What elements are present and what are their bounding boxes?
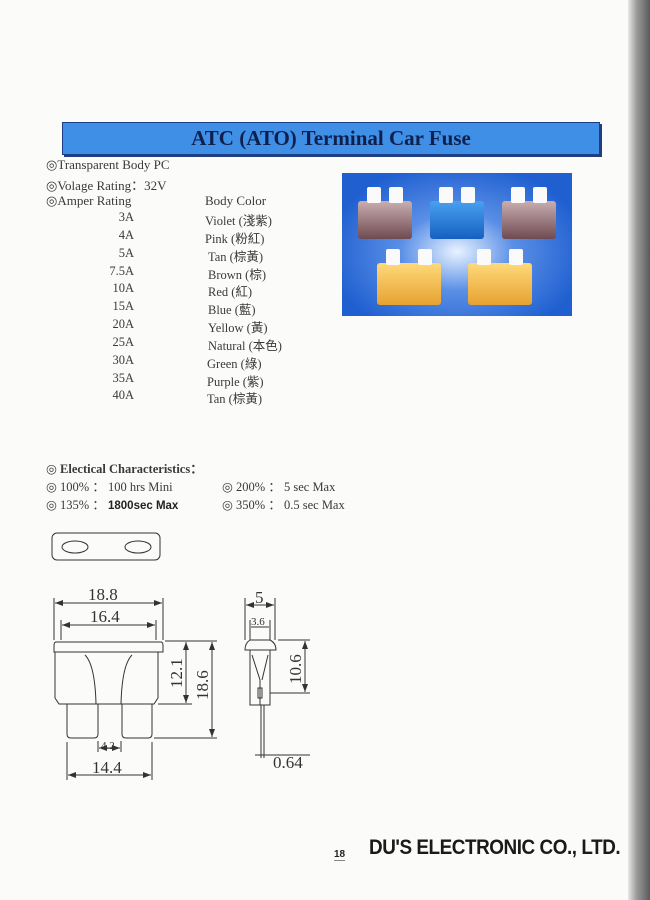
- amp-value: 15A: [112, 299, 134, 313]
- color-value: Green (綠): [207, 357, 262, 371]
- fuse-natural: [468, 249, 532, 305]
- amp-value: 20A: [112, 317, 134, 331]
- color-value: Violet (淺紫): [205, 214, 272, 228]
- amp-value: 30A: [112, 353, 134, 367]
- color-value: Tan (棕黃): [208, 250, 264, 264]
- color-value: Purple (紫): [207, 375, 264, 389]
- color-value: Natural (本色): [208, 339, 282, 353]
- dim-blade-thickness: 0.64: [273, 753, 303, 772]
- fuse-side-outline: [244, 639, 277, 651]
- color-value: Brown (棕): [208, 268, 266, 282]
- company-name: DU'S ELECTRONIC CO., LTD.: [369, 836, 621, 859]
- dim-side-width: 5: [255, 588, 264, 607]
- amp-value: 3A: [118, 210, 134, 224]
- color-value: Red (紅): [208, 285, 253, 299]
- amp-value: 5A: [118, 246, 134, 260]
- fuse-product-photo: [342, 173, 572, 316]
- dim-overall-width: 18.8: [88, 585, 118, 604]
- color-value: Tan (棕黃): [207, 392, 263, 406]
- amp-value: 7.5A: [109, 264, 134, 278]
- voltage-rating: ◎Volage Rating：32V: [46, 178, 167, 193]
- electrical-135: ◎ 135% ： 1800sec Max: [46, 498, 179, 512]
- amp-value: 25A: [112, 335, 134, 349]
- page-binding-shadow: [628, 0, 650, 900]
- body-material: ◎Transparent Body PC: [46, 157, 170, 172]
- dim-side-height: 10.6: [286, 654, 305, 684]
- amper-rating-label: ◎Amper Rating: [46, 193, 132, 208]
- color-value: Blue (藍): [208, 303, 256, 317]
- fuse-blue: [430, 187, 484, 239]
- dim-overall-height: 18.6: [193, 670, 212, 700]
- dim-body-height: 12.1: [167, 658, 186, 688]
- fuse-violet: [358, 187, 412, 239]
- dim-blade-span: 14.4: [92, 758, 122, 777]
- electrical-350: ◎ 350% ： 0.5 sec Max: [222, 498, 345, 512]
- amp-value: 35A: [112, 371, 134, 385]
- title-banner: ATC (ATO) Terminal Car Fuse: [62, 122, 600, 155]
- dim-blade-gap: 4.2: [101, 740, 115, 752]
- fuse-front-outline: [53, 641, 164, 705]
- amp-value: 10A: [112, 281, 134, 295]
- electrical-heading: ◎ Electical Characteristics：: [46, 462, 203, 476]
- body-color-label: Body Color: [205, 193, 267, 208]
- electrical-100: ◎ 100% ： 100 hrs Mini: [46, 480, 173, 494]
- electrical-200: ◎ 200% ： 5 sec Max: [222, 480, 336, 494]
- color-value: Pink (粉紅): [205, 232, 265, 246]
- page-title: ATC (ATO) Terminal Car Fuse: [191, 126, 471, 150]
- color-value: Yellow (黃): [208, 321, 268, 335]
- amp-value: 4A: [118, 228, 134, 242]
- dim-inner-width: 16.4: [90, 607, 120, 626]
- dim-side-inner: 3.6: [251, 616, 265, 628]
- fuse-top-outline: [51, 532, 161, 561]
- amp-value: 40A: [112, 388, 134, 402]
- fuse-brown: [502, 187, 556, 239]
- fuse-yellow: [377, 249, 441, 305]
- page-number: 18: [334, 849, 346, 861]
